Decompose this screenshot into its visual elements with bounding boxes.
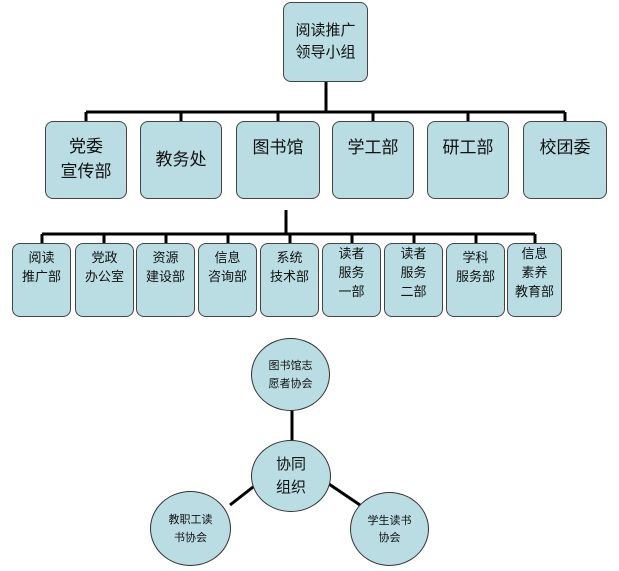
unit-reader-services-2-box: 读者 服务 二部 (384, 243, 443, 317)
dept-party-propaganda-box: 党委 宣传部 (45, 121, 127, 199)
collaboration-center-circle: 协同 组织 (251, 440, 331, 512)
faculty-reading-association-circle: 教职工读 书协会 (150, 491, 231, 566)
unit-subject-services-box: 学科 服务部 (446, 243, 505, 317)
dept-library-box: 图书馆 (236, 121, 320, 199)
volunteer-association-circle: 图书馆志 愿者协会 (251, 338, 330, 411)
unit-reading-promotion-box: 阅读 推广部 (12, 243, 71, 317)
unit-information-literacy-box: 信息 素养 教育部 (507, 243, 562, 317)
unit-party-office-box: 党政 办公室 (75, 243, 134, 317)
dept-graduate-affairs-box: 研工部 (427, 121, 509, 199)
dept-academic-affairs-box: 教务处 (140, 121, 222, 199)
student-reading-association-circle: 学生读书 协会 (350, 492, 429, 566)
unit-reader-services-1-box: 读者 服务 一部 (322, 243, 381, 317)
unit-information-consulting-box: 信息 咨询部 (198, 243, 257, 317)
dept-youth-league-box: 校团委 (523, 121, 607, 199)
dept-student-affairs-box: 学工部 (332, 121, 414, 199)
unit-resource-building-box: 资源 建设部 (136, 243, 195, 317)
unit-systems-technology-box: 系统 技术部 (260, 243, 319, 317)
leadership-group-box: 阅读推广 领导小组 (283, 2, 368, 82)
